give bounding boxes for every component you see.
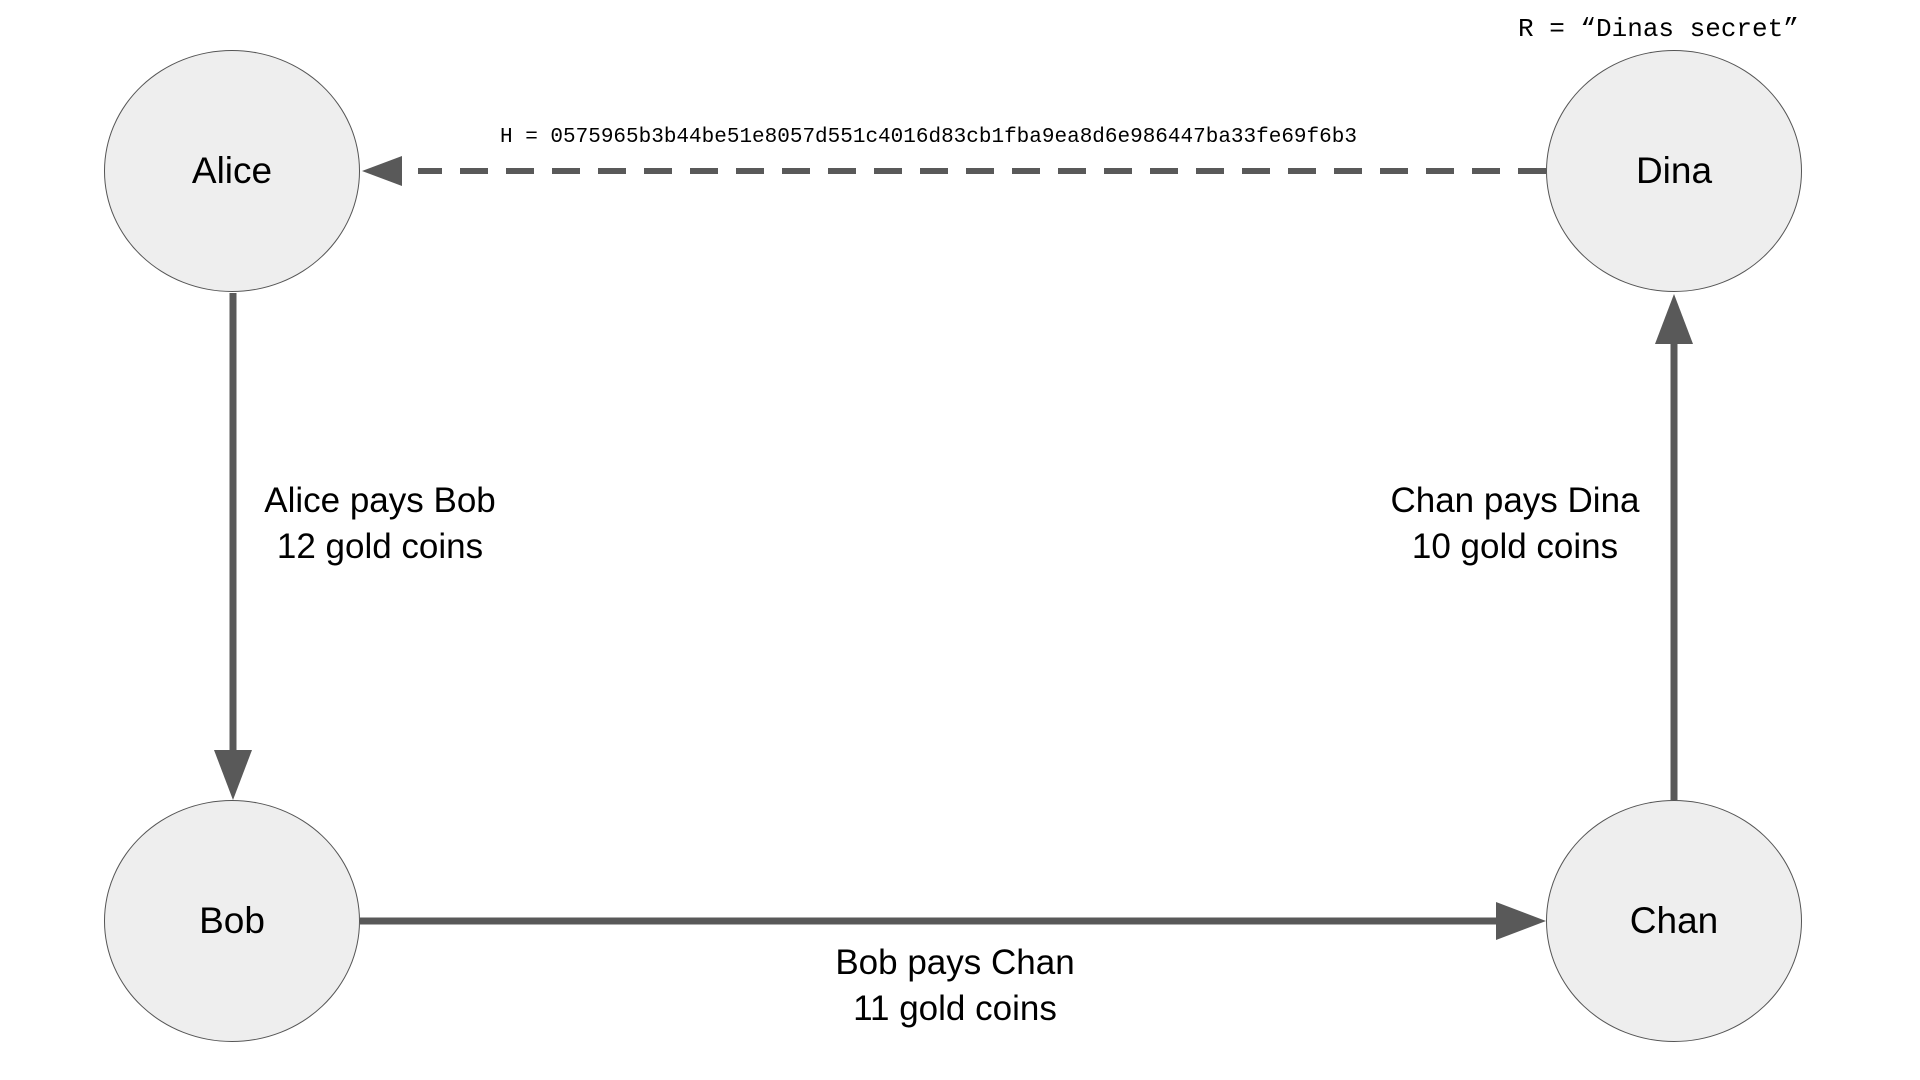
edge-label-line: 10 gold coins xyxy=(1411,527,1619,566)
edge-label-line: Alice pays Bob xyxy=(264,481,496,520)
node-alice: Alice xyxy=(104,50,360,292)
edge-label-bob-chan: Bob pays Chan 11 gold coins xyxy=(790,940,1120,1032)
arrowhead-bob-to-chan xyxy=(1496,902,1546,940)
edge-label-alice-bob: Alice pays Bob 12 gold coins xyxy=(240,478,520,570)
edge-label-line: Bob pays Chan xyxy=(835,943,1075,982)
node-chan: Chan xyxy=(1546,800,1802,1042)
node-label: Alice xyxy=(191,150,273,191)
node-label: Chan xyxy=(1629,900,1719,941)
arrowhead-dina-to-alice xyxy=(362,156,402,186)
edge-label-line: Chan pays Dina xyxy=(1390,481,1640,520)
edge-label-line: 12 gold coins xyxy=(276,527,484,566)
arrowhead-chan-to-dina xyxy=(1655,294,1693,344)
secret-label: R = “Dinas secret” xyxy=(1518,14,1799,44)
node-dina: Dina xyxy=(1546,50,1802,292)
node-label: Dina xyxy=(1635,150,1713,191)
node-bob: Bob xyxy=(104,800,360,1042)
hash-label: H = 0575965b3b44be51e8057d551c4016d83cb1… xyxy=(500,126,1357,149)
arrowhead-alice-to-bob xyxy=(214,750,252,800)
edge-label-line: 11 gold coins xyxy=(853,989,1057,1028)
node-label: Bob xyxy=(199,900,265,941)
edge-label-chan-dina: Chan pays Dina 10 gold coins xyxy=(1355,478,1675,570)
